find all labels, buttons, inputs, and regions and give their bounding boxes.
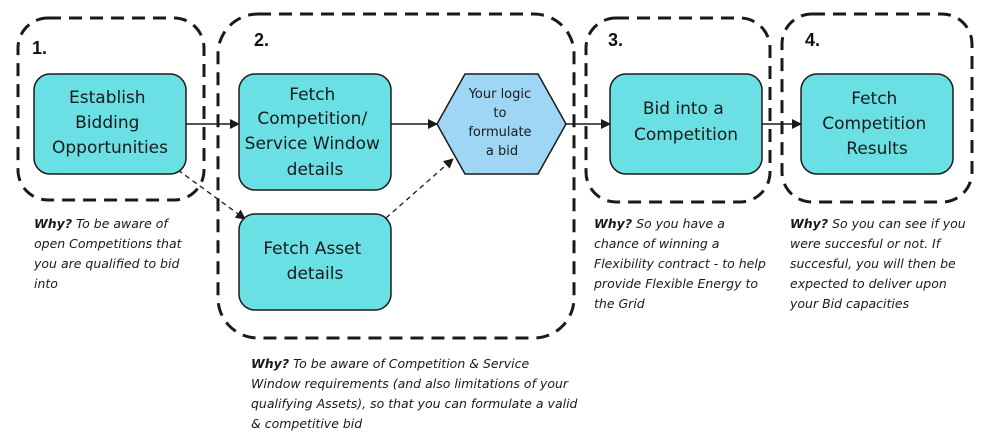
node-logic-line-4: a bid bbox=[486, 144, 518, 159]
svg-text:Fetch Competition/: Fetch Competition/ Service Window detail… bbox=[245, 85, 386, 180]
node-establish-line-2: Bidding bbox=[75, 113, 139, 133]
svg-text:Fetch Competition: Fetch Competition Results bbox=[822, 89, 931, 159]
node-results-line-2: Competition bbox=[822, 114, 926, 134]
node-fetch-competition-line-4: details bbox=[287, 160, 344, 180]
node-fetch-competition-details: Fetch Competition/ Service Window detail… bbox=[238, 73, 392, 191]
node-bid-line-2: Competition bbox=[634, 125, 738, 145]
node-fetch-competition-results: Fetch Competition Results bbox=[800, 73, 954, 175]
why-step-3: Why? So you have a chance of winning a F… bbox=[594, 214, 772, 314]
why-text-step-3: So you have a chance of winning a Flexib… bbox=[594, 216, 766, 311]
node-logic-line-2: to bbox=[493, 106, 506, 121]
node-fetch-competition-line-1: Fetch bbox=[289, 85, 335, 105]
step-number-1: 1. bbox=[32, 38, 47, 58]
svg-text:Establish Bidding: Establish Bidding Opportunities bbox=[52, 88, 168, 158]
group-step-1 bbox=[16, 16, 206, 202]
node-your-logic-hexagon: Your logic to formulate a bid bbox=[436, 73, 567, 175]
node-results-line-3: Results bbox=[846, 139, 908, 159]
why-label-step-4: Why? bbox=[790, 216, 829, 231]
step-number-3: 3. bbox=[608, 30, 623, 50]
node-establish-line-3: Opportunities bbox=[52, 138, 168, 158]
arrow-fetch-asset-to-logic bbox=[385, 158, 454, 219]
svg-text:Bid into a Competition: Bid into a Competition bbox=[634, 99, 738, 145]
node-fetch-asset-details: Fetch Asset details bbox=[238, 213, 392, 311]
svg-text:Fetch Asset details: Fetch Asset details bbox=[263, 239, 366, 284]
node-fetch-competition-line-2: Competition/ bbox=[257, 109, 367, 129]
node-fetch-asset-line-1: Fetch Asset bbox=[263, 239, 361, 259]
why-label-step-2: Why? bbox=[251, 356, 290, 371]
node-logic-line-1: Your logic bbox=[468, 87, 531, 102]
arrow-establish-to-fetch-asset bbox=[177, 169, 246, 220]
group-step-4 bbox=[780, 12, 974, 204]
node-bid-into-competition: Bid into a Competition bbox=[609, 73, 763, 175]
why-text-step-2: To be aware of Competition & Service Win… bbox=[251, 356, 578, 431]
why-step-1: Why? To be aware of open Competitions th… bbox=[34, 214, 194, 294]
node-fetch-asset-line-2: details bbox=[287, 264, 344, 284]
node-establish-bidding-opportunities: Establish Bidding Opportunities bbox=[33, 73, 187, 175]
step-number-4: 4. bbox=[805, 30, 820, 50]
why-step-2: Why? To be aware of Competition & Servic… bbox=[251, 354, 581, 434]
why-step-4: Why? So you can see if you were succesfu… bbox=[790, 214, 976, 314]
group-step-3 bbox=[584, 16, 772, 204]
why-text-step-4: So you can see if you were succesful or … bbox=[790, 216, 966, 311]
why-label-step-3: Why? bbox=[594, 216, 633, 231]
node-results-line-1: Fetch bbox=[851, 89, 897, 109]
why-text-step-1: To be aware of open Competitions that yo… bbox=[34, 216, 182, 291]
why-label-step-1: Why? bbox=[34, 216, 73, 231]
svg-text:Your logic to form: Your logic to formulate a bid bbox=[468, 87, 536, 159]
node-fetch-competition-line-3: Service Window bbox=[245, 134, 380, 154]
node-logic-line-3: formulate bbox=[468, 125, 531, 140]
group-step-2 bbox=[216, 12, 576, 340]
node-bid-line-1: Bid into a bbox=[643, 99, 724, 119]
node-establish-line-1: Establish bbox=[69, 88, 146, 108]
step-number-2: 2. bbox=[254, 30, 269, 50]
